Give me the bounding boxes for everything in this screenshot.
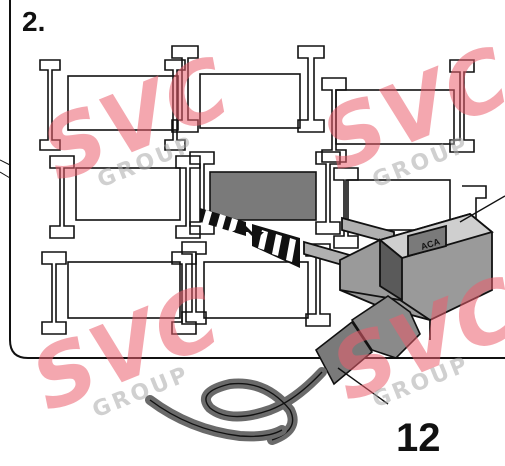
fuse-slot-frame: [41, 251, 67, 335]
step-number-label: 2.: [22, 6, 46, 37]
connector-mount: [339, 289, 431, 340]
arrow-head: [232, 224, 264, 240]
callout-number: 12: [396, 416, 441, 460]
fuse-slot-frame: [164, 59, 186, 151]
cable-sleeve-upper: [350, 295, 421, 359]
fuse-slot-frame: [39, 59, 61, 151]
fuse-slot-frame: [189, 151, 215, 235]
leader-line-callout: [337, 367, 389, 405]
cable-wire-outline: [205, 371, 323, 441]
insertion-arrows: [200, 208, 300, 268]
highlighted-fuse-slot: [209, 171, 317, 221]
fuse-panel-outline: [9, 0, 505, 359]
cable-tail-outline: [149, 399, 283, 438]
fuse-slot: [345, 179, 451, 231]
fuse-slot: [335, 89, 455, 145]
fuse-slot: [203, 261, 309, 319]
fuse-slot-row-1: [39, 45, 475, 163]
leader-line-connector: [459, 195, 505, 223]
fuse-tap-connector: [303, 213, 494, 340]
fuse-slot-frame: [171, 45, 199, 133]
arrow-dash: [258, 230, 296, 262]
fuse-slot-row-2: [49, 151, 487, 249]
fuse-slot-frame: [297, 45, 325, 133]
fuse-tap-cable: [145, 295, 421, 445]
fuse-slot: [199, 73, 301, 129]
arrow-dash: [202, 210, 238, 234]
fuse-slot-frame: [49, 155, 75, 239]
cable-sleeve-lower: [314, 320, 374, 386]
fuse-slot: [67, 75, 179, 131]
connector-slot-recess: [407, 224, 447, 258]
fuse-slot: [67, 261, 181, 319]
fuse-slot: [75, 167, 181, 221]
fuse-slot-frame: [449, 59, 475, 153]
fuse-slot-frame: [181, 241, 207, 325]
connector-front-face: [379, 238, 403, 302]
fuse-slot-frame: [315, 151, 341, 235]
panel-edge-tick: [0, 159, 11, 179]
